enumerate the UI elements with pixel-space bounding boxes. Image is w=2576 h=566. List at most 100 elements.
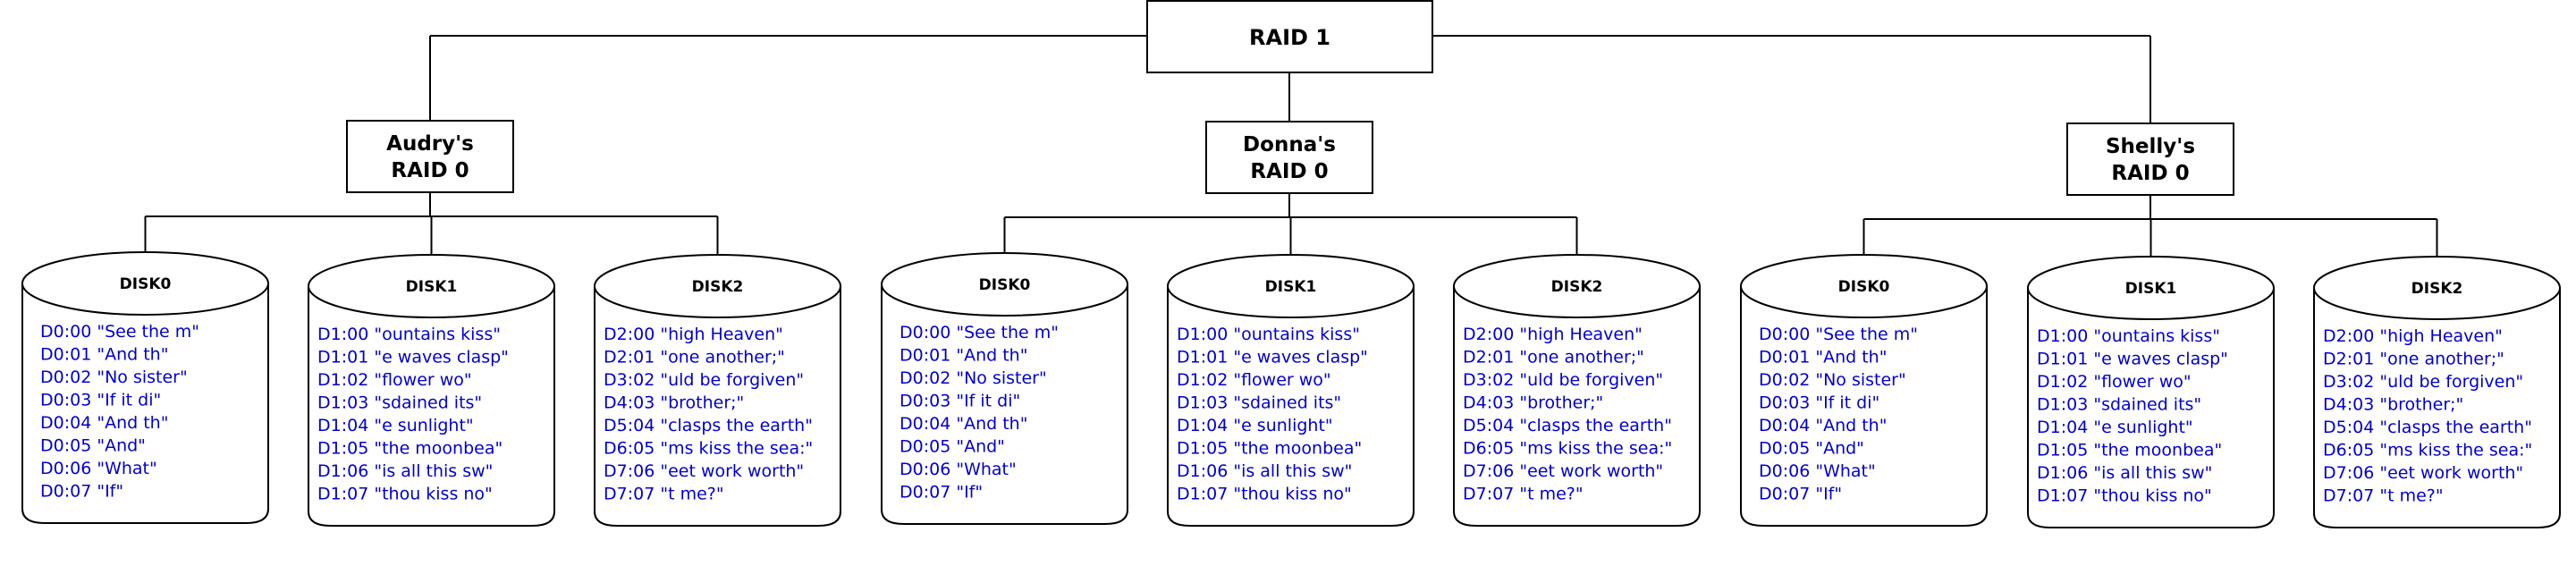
- stripe-block-text: D0:01 "And th": [899, 346, 1027, 366]
- stripe-block-text: D4:03 "brother;": [2323, 395, 2463, 415]
- stripe-block-text: D4:03 "brother;": [604, 393, 744, 413]
- raid1-label: RAID 1: [1249, 25, 1330, 50]
- disk-label: DISK2: [692, 278, 744, 296]
- stripe-block-text: D0:04 "And th": [40, 413, 168, 433]
- stripe-block-text: D0:04 "And th": [1759, 416, 1887, 435]
- stripe-block-text: D0:05 "And": [40, 436, 146, 456]
- stripe-block-text: D0:07 "If": [1759, 485, 1842, 504]
- disk-label: DISK2: [2411, 280, 2463, 298]
- stripe-block-text: D0:05 "And": [899, 437, 1005, 457]
- raid0-owner-label: Donna's: [1243, 133, 1336, 156]
- stripe-block-text: D1:03 "sdained its": [2037, 395, 2201, 415]
- stripe-block-text: D1:02 "flower wo": [2037, 372, 2192, 392]
- stripe-block-text: D0:06 "What": [899, 460, 1017, 479]
- stripe-block-text: D5:04 "clasps the earth": [2323, 418, 2532, 437]
- stripe-block-text: D3:02 "uld be forgiven": [2323, 372, 2523, 392]
- stripe-block-text: D1:06 "is all this sw": [2037, 463, 2212, 483]
- stripe-block-text: D2:00 "high Heaven": [1463, 325, 1643, 344]
- stripe-block-text: D7:07 "t me?": [1463, 485, 1584, 504]
- stripe-block-text: D0:01 "And th": [40, 345, 168, 365]
- disk-top: [881, 252, 1128, 317]
- stripe-block-text: D0:06 "What": [40, 459, 157, 478]
- stripe-block-text: D1:04 "e sunlight": [1177, 416, 1333, 435]
- raid0-level-label: RAID 0: [391, 159, 469, 182]
- stripe-block-text: D7:07 "t me?": [2323, 486, 2444, 506]
- disk-top: [2027, 256, 2275, 320]
- raid0-level-label: RAID 0: [2111, 162, 2189, 185]
- stripe-block-text: D5:04 "clasps the earth": [604, 416, 813, 435]
- disk-top: [21, 251, 269, 316]
- stripe-block-text: D0:07 "If": [899, 483, 983, 503]
- disk-body: [1740, 286, 1988, 527]
- stripe-block-text: D7:06 "eet work worth": [2323, 463, 2523, 483]
- stripe-block-text: D1:01 "e waves clasp": [317, 348, 509, 367]
- stripe-block-text: D1:06 "is all this sw": [317, 461, 493, 481]
- stripe-block-text: D7:07 "t me?": [604, 485, 724, 504]
- stripe-block-text: D1:05 "the moonbea": [317, 439, 503, 459]
- disk-body: [21, 283, 269, 524]
- disk-body: [1453, 286, 1701, 527]
- stripe-block-text: D0:07 "If": [40, 482, 123, 502]
- stripe-block-text: D1:02 "flower wo": [1177, 370, 1331, 390]
- stripe-block-text: D1:00 "ountains kiss": [2037, 326, 2220, 346]
- stripe-block-text: D6:05 "ms kiss the sea:": [1463, 439, 1672, 459]
- stripe-block-text: D0:05 "And": [1759, 439, 1864, 459]
- stripe-block-text: D3:02 "uld be forgiven": [1463, 370, 1663, 390]
- disk-label: DISK1: [406, 278, 458, 296]
- stripe-block-text: D6:05 "ms kiss the sea:": [604, 439, 813, 459]
- disk-body: [308, 286, 555, 527]
- stripe-block-text: D0:03 "If it di": [899, 392, 1020, 411]
- disk-body: [1167, 286, 1415, 527]
- disk-top: [594, 254, 841, 318]
- stripe-block-text: D0:02 "No sister": [899, 368, 1047, 388]
- stripe-block-text: D6:05 "ms kiss the sea:": [2323, 441, 2532, 460]
- stripe-block-text: D1:06 "is all this sw": [1177, 461, 1352, 481]
- stripe-block-text: D0:06 "What": [1759, 461, 1876, 481]
- stripe-block-text: D0:00 "See the m": [40, 322, 199, 342]
- disk-top: [1453, 254, 1701, 318]
- stripe-block-text: D2:00 "high Heaven": [604, 325, 783, 344]
- stripe-block-text: D1:05 "the moonbea": [1177, 439, 1362, 459]
- disk-label: DISK0: [120, 275, 172, 293]
- raid0-owner-label: Audry's: [386, 132, 474, 156]
- stripe-block-text: D0:02 "No sister": [40, 367, 188, 387]
- raid0-box: [2066, 122, 2234, 196]
- stripe-block-text: D7:06 "eet work worth": [1463, 461, 1663, 481]
- disk-body: [594, 286, 841, 527]
- disk-top: [2313, 256, 2561, 320]
- disk-body: [2027, 288, 2275, 528]
- raid1-node: RAID 1: [1146, 0, 1433, 73]
- raid0-owner-label: Shelly's: [2106, 135, 2195, 158]
- stripe-block-text: D0:03 "If it di": [40, 391, 161, 410]
- stripe-block-text: D0:04 "And th": [899, 414, 1027, 434]
- disk-label: DISK0: [979, 276, 1031, 294]
- raid0-box: [346, 120, 514, 193]
- stripe-block-text: D1:00 "ountains kiss": [1177, 325, 1360, 344]
- stripe-block-text: D0:00 "See the m": [1759, 325, 1918, 344]
- stripe-block-text: D1:07 "thou kiss no": [1177, 485, 1352, 504]
- stripe-block-text: D2:01 "one another;": [2323, 350, 2504, 369]
- stripe-block-text: D2:01 "one another;": [604, 348, 785, 367]
- stripe-block-text: D1:02 "flower wo": [317, 370, 472, 390]
- disk-label: DISK1: [2125, 280, 2177, 298]
- stripe-block-text: D1:07 "thou kiss no": [317, 485, 493, 504]
- stripe-block-text: D5:04 "clasps the earth": [1463, 416, 1672, 435]
- disk-top: [1167, 254, 1415, 318]
- stripe-block-text: D3:02 "uld be forgiven": [604, 370, 804, 390]
- stripe-block-text: D1:07 "thou kiss no": [2037, 486, 2212, 506]
- stripe-block-text: D1:05 "the moonbea": [2037, 441, 2222, 460]
- disk-top: [1740, 254, 1988, 318]
- connector-lines: [144, 35, 2438, 257]
- raid0-level-label: RAID 0: [1250, 160, 1328, 183]
